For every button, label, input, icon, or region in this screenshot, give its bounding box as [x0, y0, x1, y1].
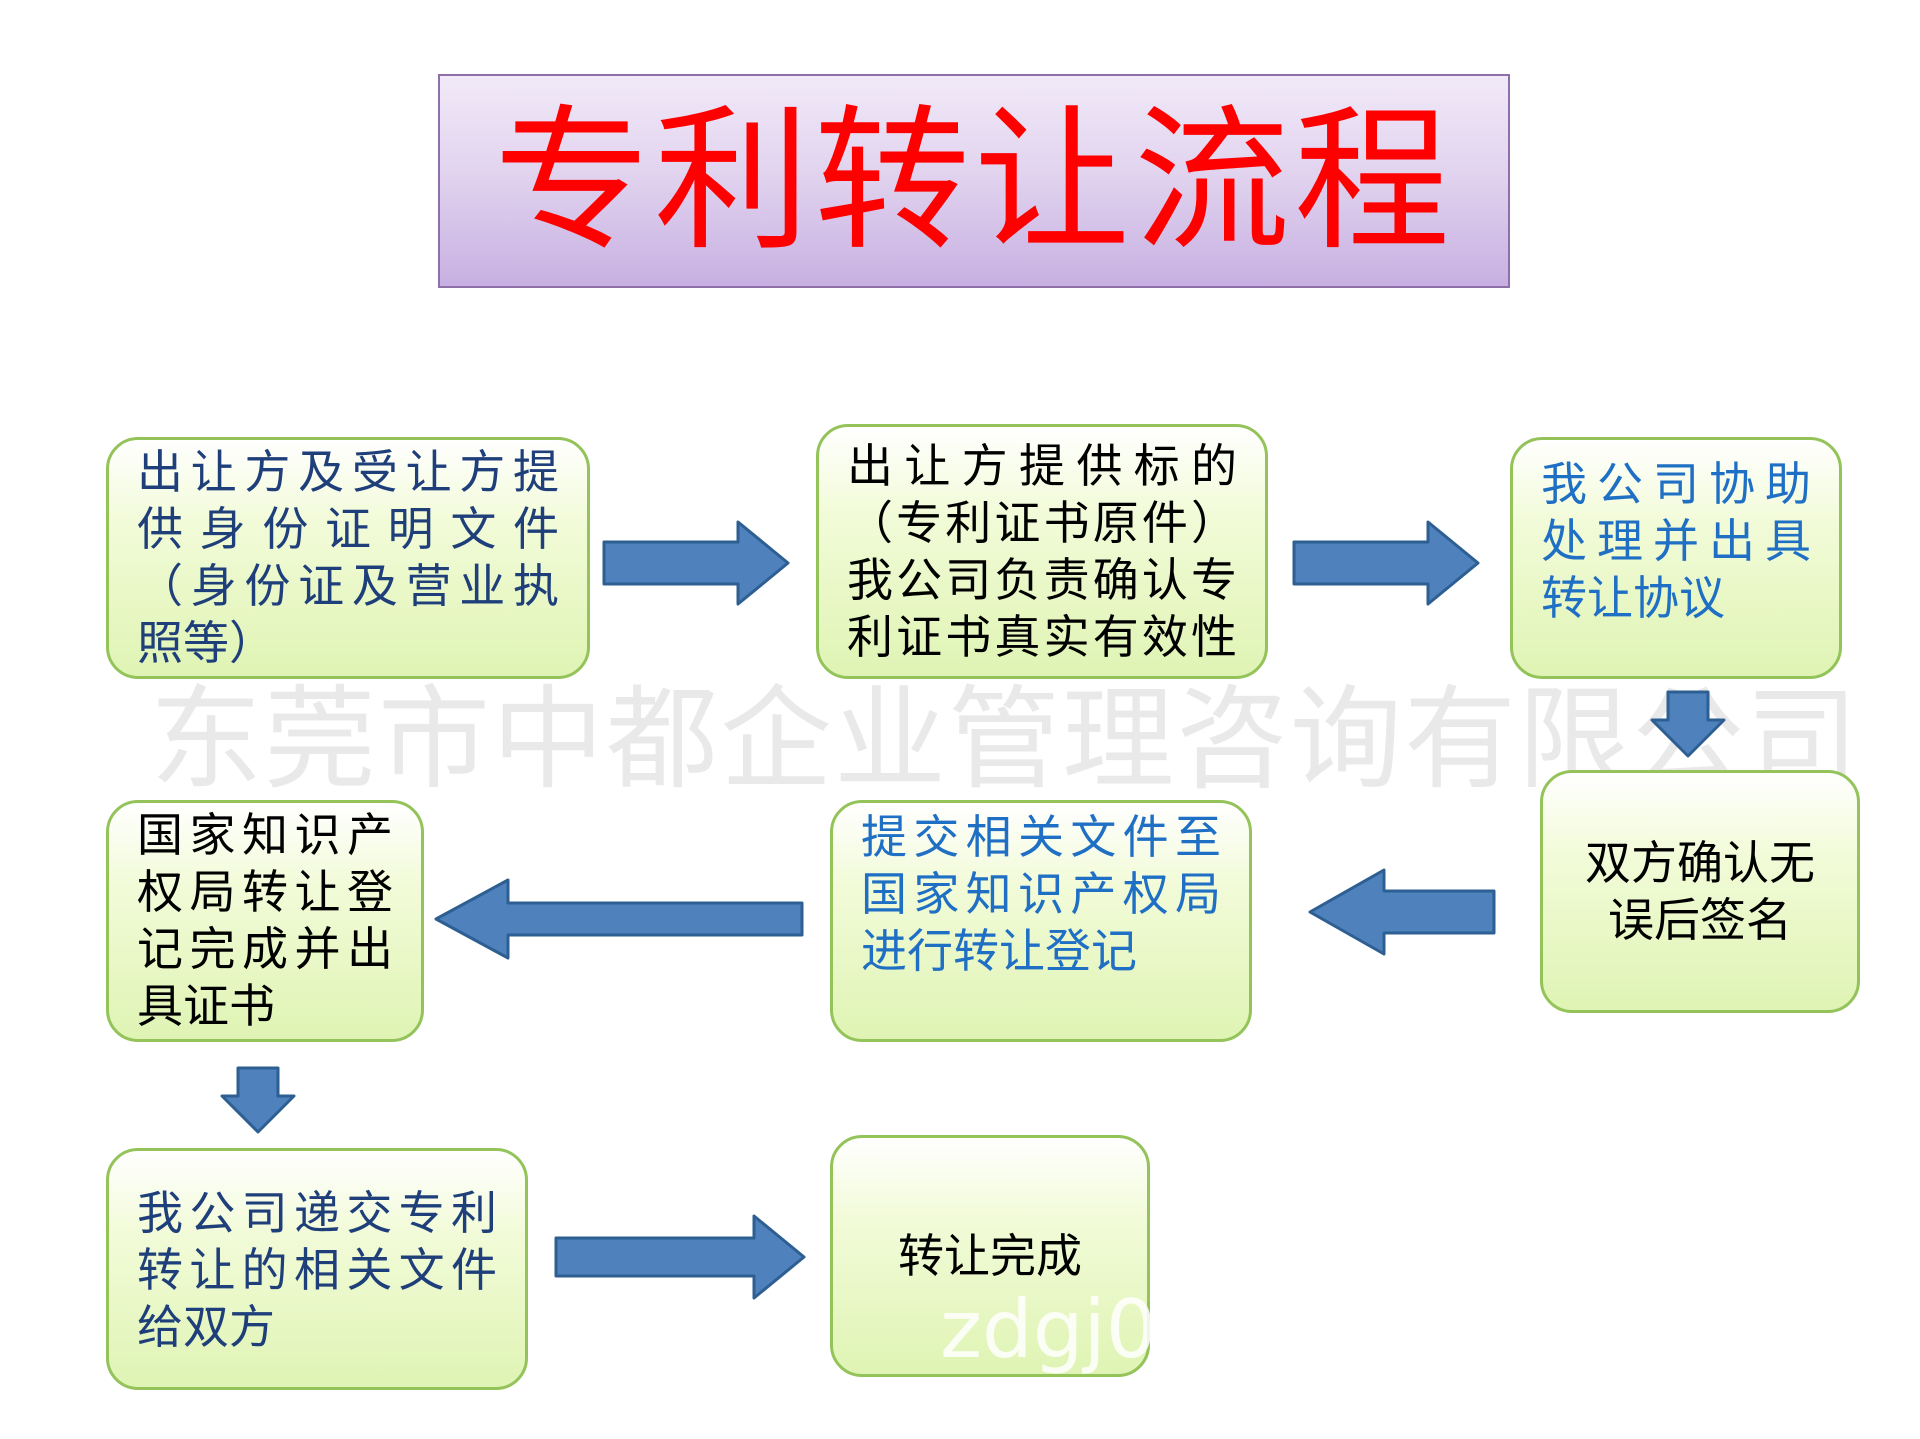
step-text-line: 记完成并出 — [137, 922, 393, 976]
step-text-line: 我公司协助 — [1541, 457, 1811, 511]
step-text-line: 我公司递交专利 — [137, 1186, 497, 1240]
step-text-line: 供身份证明文件 — [137, 502, 559, 556]
arrow-down-icon — [1650, 690, 1726, 758]
arrow-right-icon — [1292, 520, 1480, 606]
step-sign: 双方确认无 误后签名 — [1540, 770, 1860, 1013]
step-text-line: 出让方及受让方提 — [137, 445, 559, 499]
step-deliver: 我公司递交专利 转让的相关文件 给双方 — [106, 1148, 528, 1390]
step-text-line: 给双方 — [137, 1300, 275, 1354]
step-text-line: 处理并出具 — [1541, 514, 1811, 568]
step-text-line: 双方确认无 — [1585, 835, 1815, 890]
step-text-line: 国家知识产 — [137, 808, 393, 862]
step-text-line: 转让的相关文件 — [137, 1243, 497, 1297]
step-registration: 国家知识产 权局转让登 记完成并出 具证书 — [106, 800, 424, 1042]
step-text-line: 具证书 — [137, 979, 275, 1033]
step-text-line: 照等） — [137, 616, 275, 670]
step-text-line: 出让方提供标的 — [847, 438, 1237, 493]
step-text-line: 提交相关文件至 — [861, 810, 1221, 864]
step-text-line: （身份证及营业执 — [137, 559, 559, 613]
company-watermark: 东莞市中都企业管理咨询有限公司 — [150, 675, 1860, 805]
step-complete: 转让完成 — [830, 1135, 1150, 1377]
arrow-left-icon — [1308, 868, 1496, 956]
arrow-left-icon — [434, 878, 804, 960]
step-text-line: 误后签名 — [1608, 892, 1792, 947]
step-agreement: 我公司协助 处理并出具 转让协议 — [1510, 437, 1842, 679]
step-submit: 提交相关文件至 国家知识产权局 进行转让登记 — [830, 800, 1252, 1042]
arrow-down-icon — [220, 1066, 296, 1134]
title-banner: 专利转让流程 — [438, 74, 1510, 288]
step-text-line: 利证书真实有效性 — [847, 609, 1237, 664]
step-text-line: 国家知识产权局 — [861, 867, 1221, 921]
step-text-line: 权局转让登 — [137, 865, 393, 919]
step-text-line: 转让协议 — [1541, 571, 1725, 625]
step-text-line: 进行转让登记 — [861, 924, 1137, 978]
page-title: 专利转让流程 — [494, 90, 1454, 272]
arrow-right-icon — [602, 520, 790, 606]
step-verify-certificate: 出让方提供标的 （专利证书原件） 我公司负责确认专 利证书真实有效性 — [816, 424, 1268, 679]
step-text-line: 转让完成 — [898, 1228, 1082, 1283]
url-watermark: zdgj0 — [940, 1283, 1157, 1376]
step-text-line: （专利证书原件） — [847, 495, 1237, 550]
step-text-line: 我公司负责确认专 — [847, 552, 1237, 607]
step-identity-docs: 出让方及受让方提 供身份证明文件 （身份证及营业执 照等） — [106, 437, 590, 679]
arrow-right-icon — [554, 1214, 806, 1300]
